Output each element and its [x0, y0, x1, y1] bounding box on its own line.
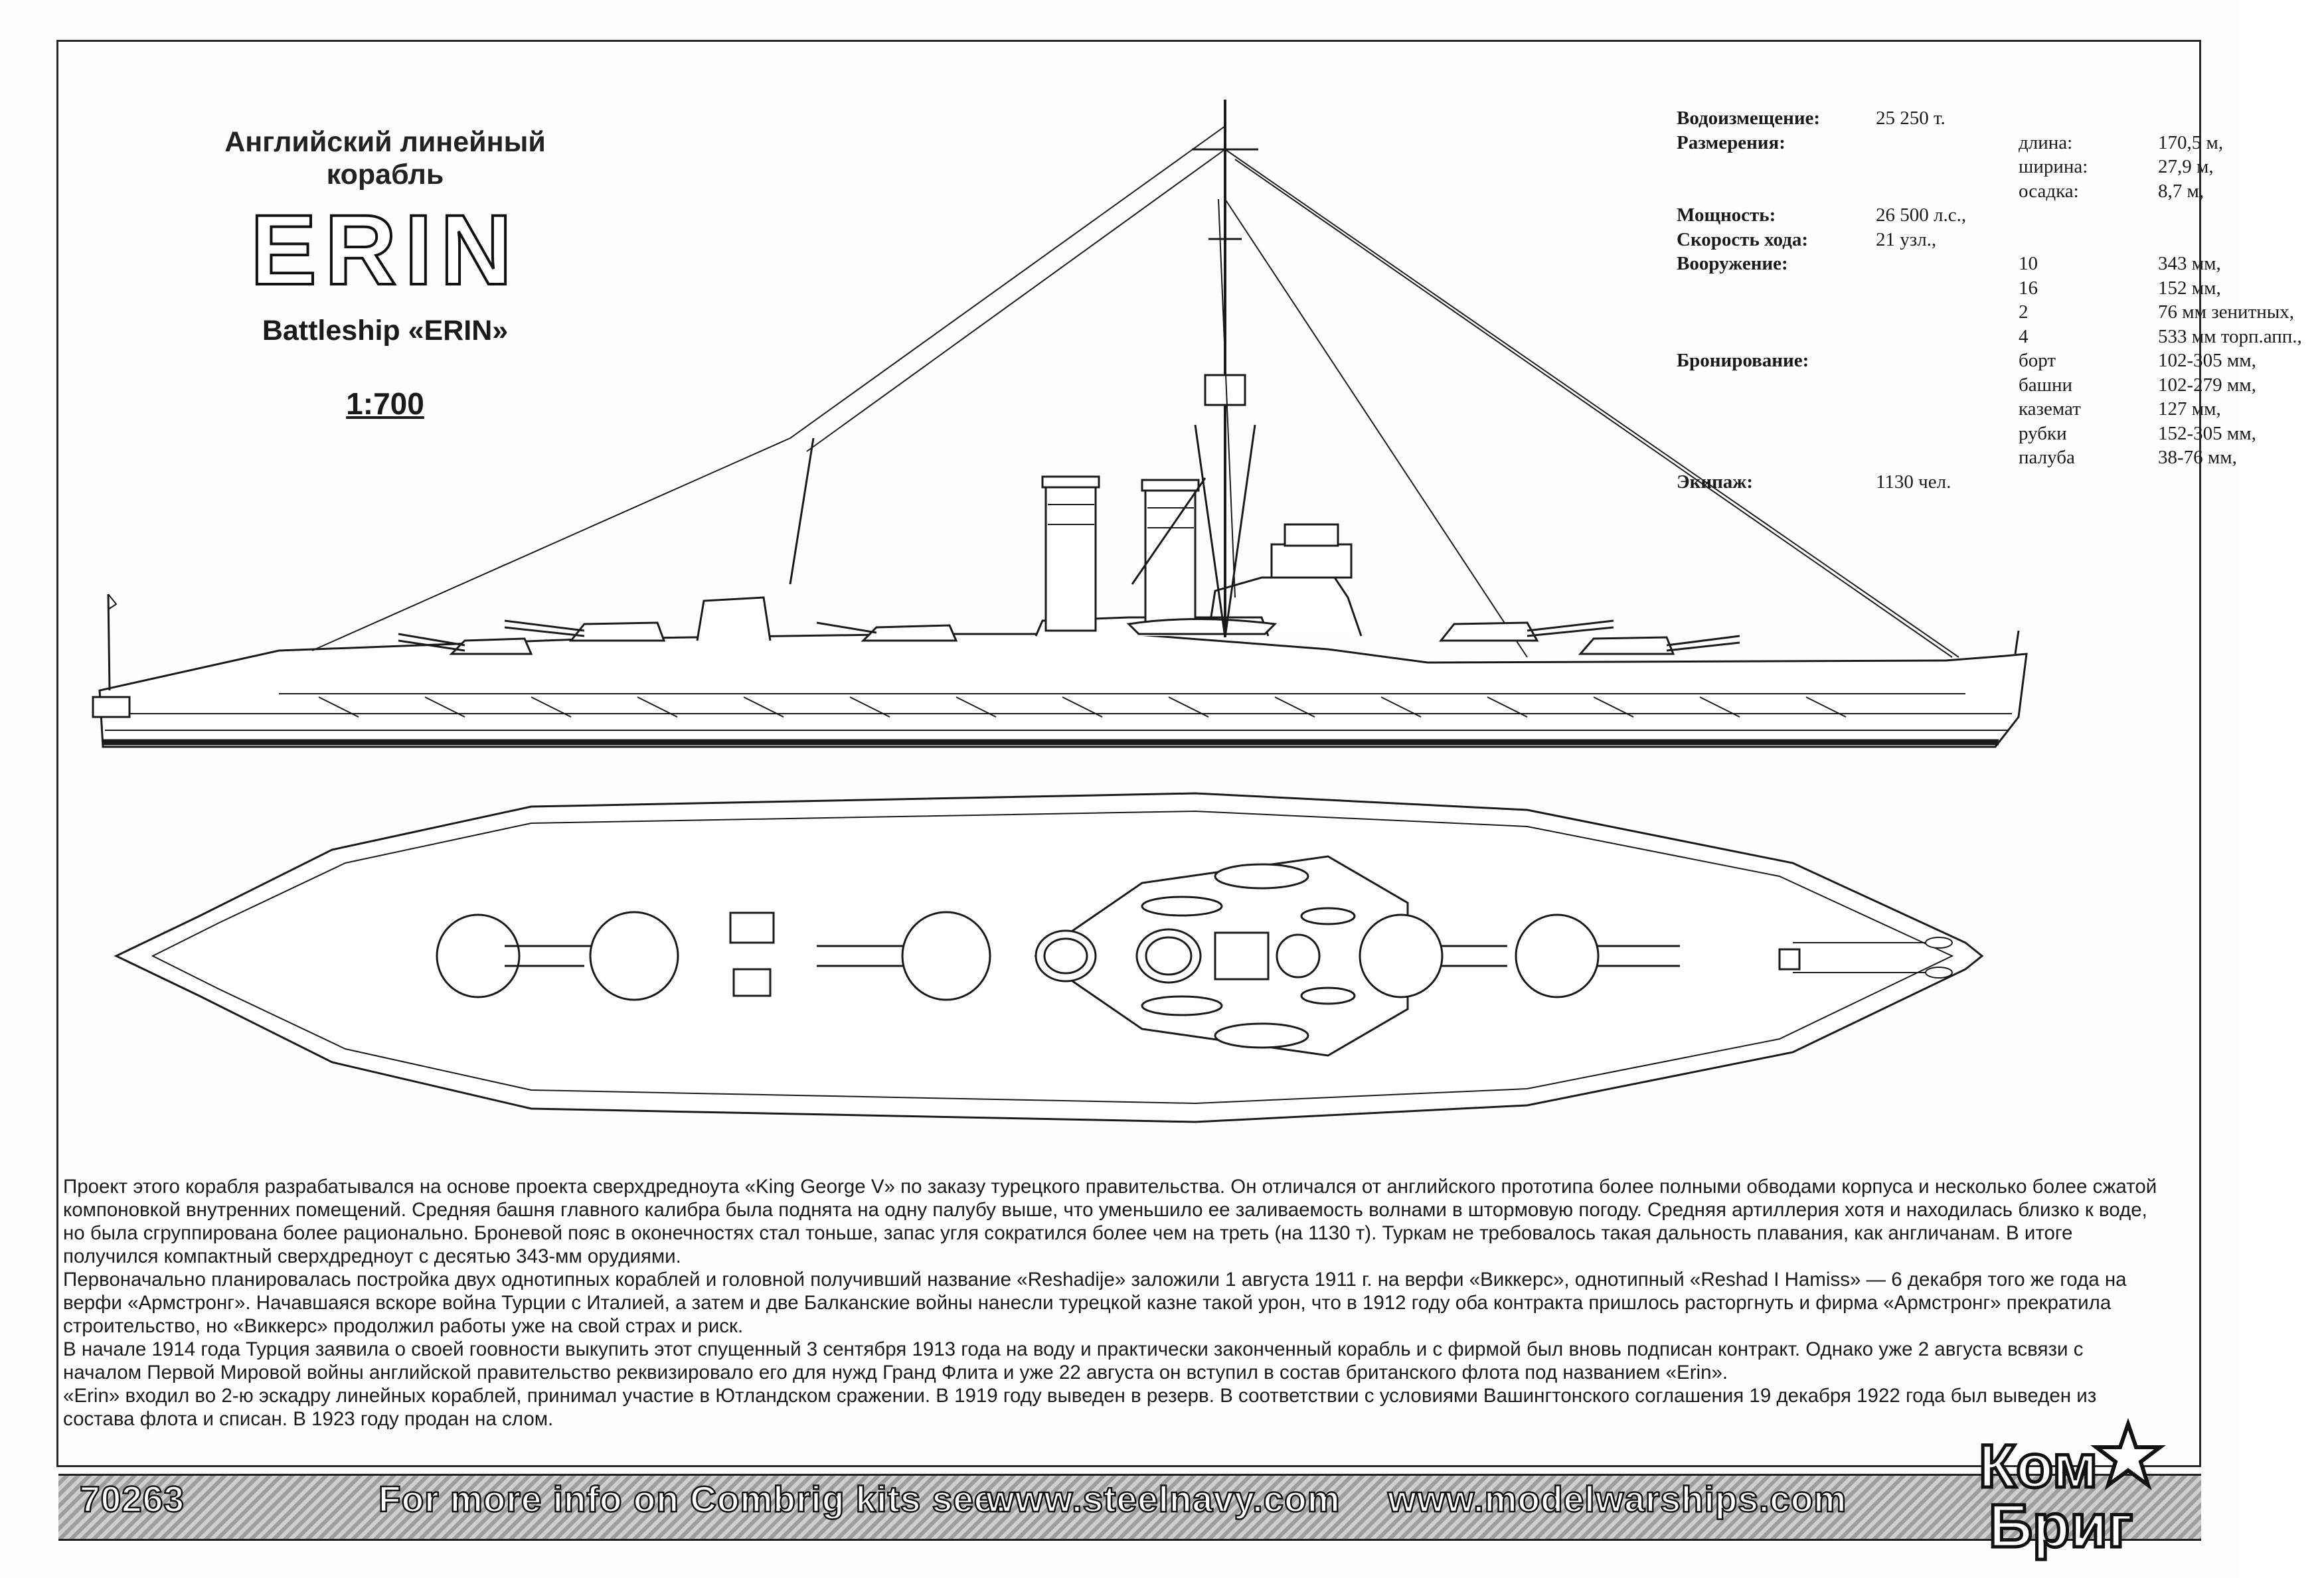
logo-text-top: Ком [1979, 1433, 2098, 1500]
spec-label: Мощность: [1677, 204, 1776, 226]
history-text: Проект этого корабля разрабатывался на о… [63, 1175, 2161, 1431]
forward-funnel [1144, 487, 1197, 632]
spec-label: Скорость хода: [1677, 228, 1808, 250]
spec-subvalue: 8,7 м, [2158, 180, 2204, 202]
spec-subvalue: 343 мм, [2158, 253, 2221, 274]
spec-subvalue: 533 мм торп.апп., [2158, 325, 2302, 347]
spec-label: Бронирование: [1677, 350, 1809, 371]
history-paragraph: Первоначально планировалась постройка дв… [63, 1269, 2127, 1337]
ship-drawings [92, 100, 2028, 1123]
spec-row: каземат 127 мм, [1677, 397, 2324, 422]
secondary-guns-side [318, 696, 1847, 718]
spec-subvalue: 76 мм зенитных, [2158, 301, 2294, 323]
spec-subitem: башни [2019, 374, 2072, 396]
website-modelwarships[interactable]: www.modelwarships.com [1387, 1478, 1847, 1521]
spec-subitem: борт [2019, 350, 2056, 371]
main-turrets-side [398, 619, 1740, 655]
spec-subvalue: 127 мм, [2158, 398, 2221, 420]
boats-plan [1141, 863, 1356, 1049]
spec-label: Водоизмещение: [1677, 108, 1821, 129]
bridge-plan [1214, 931, 1270, 981]
spec-subitem: 16 [2019, 277, 2038, 299]
stern-hatch [729, 911, 775, 944]
spec-subvalue: 27,9 м, [2158, 156, 2214, 177]
spec-value: 26 500 л.с., [1876, 204, 1967, 226]
combrig-logo: Ком Бриг [1977, 1417, 2166, 1562]
boats-midships [1126, 618, 1278, 635]
spec-subvalue: 102-279 мм, [2158, 374, 2256, 396]
aft-funnel [1044, 483, 1097, 632]
main-turrets-plan [436, 911, 1680, 1001]
spec-subitem: каземат [2019, 398, 2081, 420]
spec-row: 16 152 мм, [1677, 276, 2324, 301]
drawing-sheet: Английский линейный корабль ERIN Battles… [56, 40, 2302, 1562]
aft-superstructure [696, 596, 772, 641]
info-text: For more info on Combrig kits see: [378, 1478, 1008, 1521]
sheet-frame [56, 40, 2201, 1467]
spotting-top [1204, 374, 1246, 406]
spec-subitem: рубки [2019, 422, 2067, 444]
history-paragraph: Проект этого корабля разрабатывался на о… [63, 1176, 2157, 1267]
stern-flagstaff [107, 593, 111, 691]
stern-gallery [92, 696, 131, 718]
scale-label: 1:700 [346, 386, 424, 421]
spec-value: 25 250 т. [1876, 108, 1946, 129]
spec-value: 1130 чел. [1876, 471, 1951, 493]
spec-subitem: осадка: [2019, 180, 2079, 202]
spec-row: Мощность: 26 500 л.с., [1677, 203, 2324, 228]
spec-subvalue: 152 мм, [2158, 277, 2221, 299]
spec-row: Скорость хода: 21 узл., [1677, 228, 2324, 252]
title-russian: Английский линейный корабль [224, 126, 546, 191]
side-profile [92, 100, 2028, 748]
rigging [311, 125, 1959, 658]
bridge [1270, 543, 1353, 579]
spec-label: Размерения: [1677, 131, 1785, 153]
spec-subvalue: 152-305 мм, [2158, 422, 2256, 444]
spec-row: 2 76 мм зенитных, [1677, 300, 2324, 325]
spec-row: Размерения: длина: 170,5 м, [1677, 131, 2324, 155]
ship-name: ERIN [249, 194, 521, 305]
conning-tower-plan [1276, 933, 1321, 979]
kit-number: 70263 [79, 1478, 185, 1521]
inner-deck-line [151, 810, 1954, 1105]
spec-row: ширина: 27,9 м, [1677, 155, 2324, 179]
spec-subitem: 10 [2019, 253, 2038, 274]
spec-row: Вооружение: 10 343 мм, [1677, 252, 2324, 276]
history-paragraph: «Erin» входил во 2-ю эскадру линейных ко… [63, 1385, 2097, 1430]
spec-subitem: 2 [2019, 301, 2029, 323]
title-english: Battleship «ERIN» [262, 314, 509, 347]
fore-hatch [1778, 948, 1801, 971]
spec-subvalue: 170,5 м, [2158, 131, 2224, 153]
footer-band [58, 1474, 2201, 1541]
logo-text-bottom: Бриг [1989, 1492, 2133, 1560]
spec-label: Вооружение: [1677, 253, 1788, 274]
spec-value: 21 узл., [1876, 228, 1937, 250]
history-paragraph: В начале 1914 года Турция заявила о свое… [63, 1338, 2084, 1383]
spec-subitem: палуба [2019, 447, 2075, 468]
specifications-table: Водоизмещение: 25 250 т. Размерения: длина:… [1677, 106, 2324, 494]
spec-subitem: 4 [2019, 325, 2029, 347]
website-steelnavy[interactable]: www.steelnavy.com [985, 1478, 1341, 1521]
paravanes [1793, 937, 1953, 979]
spec-row: 4 533 мм торп.апп., [1677, 325, 2324, 349]
spec-row: осадка: 8,7 м, [1677, 179, 2324, 204]
spec-row: Водоизмещение: 25 250 т. [1677, 106, 2324, 131]
boat-derrick-fwd [1131, 477, 1206, 585]
spec-subvalue: 102-305 мм, [2158, 350, 2256, 371]
spec-subitem: ширина: [2019, 156, 2088, 177]
spec-row: палуба 38-76 мм, [1677, 445, 2324, 470]
spec-row: Бронирование: борт 102-305 мм, [1677, 349, 2324, 373]
spec-row: башни 102-279 мм, [1677, 373, 2324, 398]
star-icon [2090, 1417, 2166, 1490]
title-block: Английский линейный корабль ERIN Battles… [166, 126, 604, 422]
spec-subvalue: 38-76 мм, [2158, 447, 2237, 468]
spec-row: рубки 152-305 мм, [1677, 422, 2324, 446]
boat-derrick-aft [789, 437, 815, 585]
spec-subitem: длина: [2019, 131, 2073, 153]
plan-view [114, 792, 1984, 1123]
jack-staff [2014, 630, 2020, 655]
